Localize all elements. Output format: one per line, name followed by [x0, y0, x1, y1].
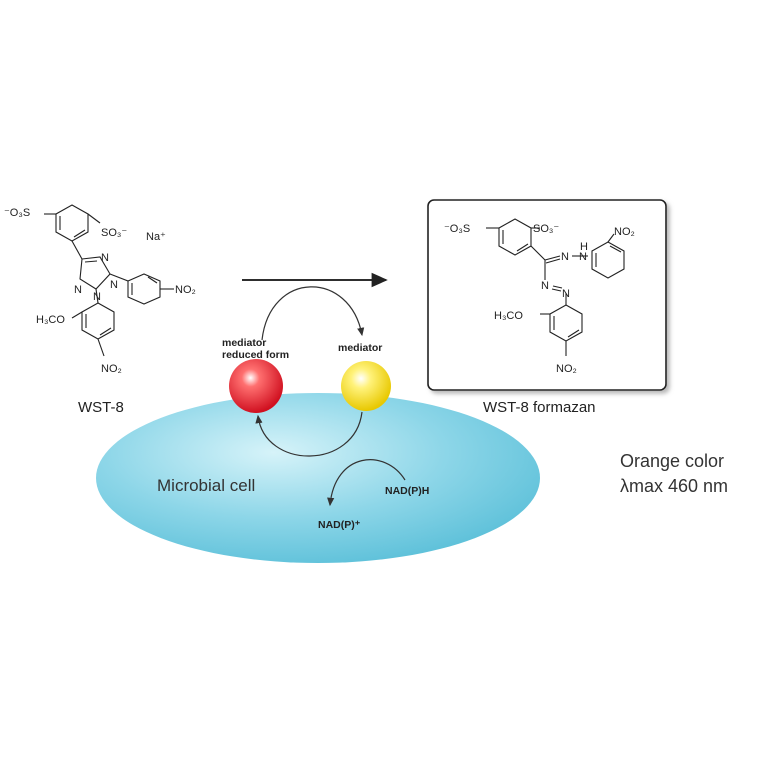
formazan-n-d: N: [562, 288, 570, 300]
wst8-na: Na⁺: [146, 231, 166, 243]
formazan-no2-right: NO₂: [614, 226, 635, 238]
formazan-n-a: N: [561, 251, 569, 263]
formazan-so3-right: SO₃⁻: [533, 223, 559, 235]
formazan-nh: H: [580, 241, 588, 253]
formazan-name: WST-8 formazan: [483, 399, 596, 416]
wst8-so3-right: SO₃⁻: [101, 227, 127, 239]
wst8-n2: N: [110, 279, 118, 291]
microbial-cell: [96, 393, 540, 563]
wst8-structure: [44, 204, 174, 357]
nadp-label: NAD(P)⁺: [318, 519, 361, 531]
wst8-n4: N: [93, 291, 101, 303]
arc-reduced-to-mediator: [261, 286, 365, 341]
mediator-reduced-label-1: mediator: [222, 337, 266, 349]
wst8-so3-left: ⁻O₃S: [4, 207, 30, 219]
wst8-no2-bottom: NO₂: [101, 363, 122, 375]
formazan-structure: [486, 218, 625, 356]
formazan-methoxy: H₃CO: [494, 310, 523, 322]
formazan-so3-left: ⁻O₃S: [444, 223, 470, 235]
mediator-label: mediator: [338, 342, 382, 354]
result-color: Orange color: [620, 451, 724, 471]
formazan-n-c: N: [541, 280, 549, 292]
wst8-n3: N: [74, 284, 82, 296]
formazan-n-b: N: [579, 251, 587, 263]
arc-mediator-to-reduced: [255, 411, 363, 457]
wst8-no2-right: NO₂: [175, 284, 196, 296]
formazan-no2-bottom: NO₂: [556, 363, 577, 375]
formazan-box: [427, 199, 667, 391]
nadph-label: NAD(P)H: [385, 485, 429, 497]
result-lambda: λmax 460 nm: [620, 476, 728, 496]
wst8-methoxy: H₃CO: [36, 314, 65, 326]
mediator-reduced-label-2: reduced form: [222, 349, 289, 361]
arc-nadph-to-nadp: [327, 459, 406, 507]
wst8-name: WST-8: [78, 399, 124, 416]
wst8-n1: N: [101, 252, 109, 264]
mediator-reduced-sphere: [229, 359, 283, 413]
cell-label: Microbial cell: [157, 476, 255, 495]
mediator-sphere: [341, 361, 391, 411]
